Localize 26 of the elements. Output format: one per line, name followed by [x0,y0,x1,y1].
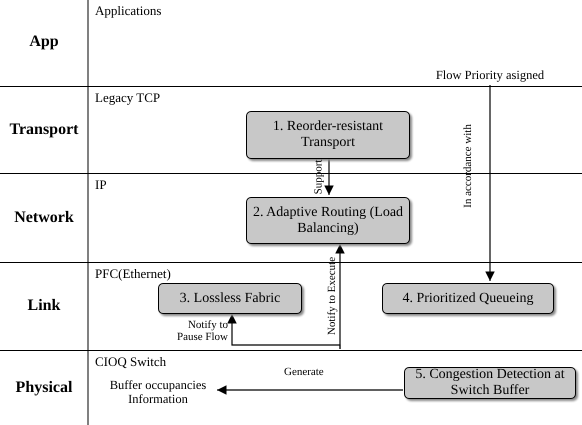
protocol-label: Legacy TCP [95,90,160,106]
process-box: 5. Congestion Detection at Switch Buffer [404,367,576,399]
edge-label: In accordance with [462,124,474,208]
edge-label: Notify to Pause Flow [176,319,228,343]
layer-name: Physical [14,378,74,396]
arrow [485,85,495,281]
layer-name: App [28,33,60,51]
edge-label: Generate [284,366,324,378]
edge-label: Support [312,160,324,194]
process-box: 1. Reorder-resistant Transport [246,111,410,159]
layer-name: Link [26,297,62,315]
arrow [324,159,334,195]
arrow [217,385,403,395]
layer-name: Transport [8,120,80,138]
process-box: 2. Adaptive Routing (Load Balancing) [246,197,410,244]
protocol-label: IP [95,177,107,193]
process-box: 4. Prioritized Queueing [382,283,554,314]
annotation-text: Buffer occupancies Information [100,377,216,407]
layer-name: Network [13,208,75,226]
edge-label: Notify to Execute [326,256,338,336]
annotation-text: Flow Priority asigned [400,66,580,84]
protocol-label: PFC(Ethernet) [95,266,171,282]
protocol-label: CIOQ Switch [95,354,166,370]
protocol-label: Applications [95,3,162,19]
arrow [227,314,341,349]
process-box: 3. Lossless Fabric [158,283,302,314]
